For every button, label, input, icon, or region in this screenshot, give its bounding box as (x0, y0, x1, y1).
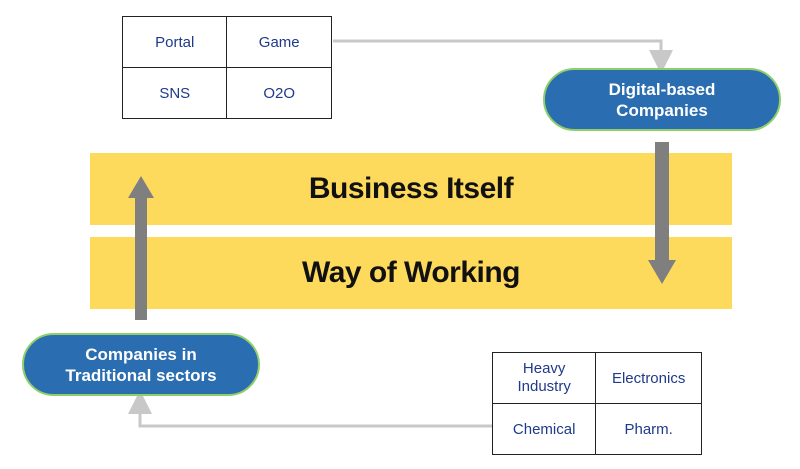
band-way-of-working: Way of Working (90, 237, 732, 309)
grid-cell-heavy-industry: Heavy Industry (491, 352, 597, 404)
traditional-sectors-label: Companies in Traditional sectors (65, 344, 217, 385)
up-arrow (128, 176, 154, 320)
traditional-sectors-pill: Companies in Traditional sectors (22, 333, 260, 396)
connector-top-to-digital (333, 39, 673, 74)
grid-cell-portal: Portal (121, 16, 228, 68)
bottom-company-grid: Heavy Industry Electronics Chemical Phar… (491, 352, 702, 455)
grid-cell-sns: SNS (121, 67, 228, 119)
digital-based-companies-label: Digital-based Companies (608, 79, 716, 120)
connector-bottom-to-traditional (128, 390, 492, 428)
digital-based-companies-pill: Digital-based Companies (543, 68, 781, 131)
grid-cell-game: Game (226, 16, 332, 68)
grid-cell-chemical: Chemical (491, 403, 597, 455)
top-company-grid: Portal Game SNS O2O (121, 16, 332, 119)
down-arrow (648, 142, 676, 284)
band-business-itself: Business Itself (90, 153, 732, 225)
band-business-itself-label: Business Itself (308, 172, 514, 205)
grid-cell-pharm: Pharm. (595, 403, 702, 455)
band-way-of-working-label: Way of Working (302, 256, 521, 289)
grid-cell-o2o: O2O (226, 67, 332, 119)
grid-cell-electronics: Electronics (595, 352, 702, 404)
